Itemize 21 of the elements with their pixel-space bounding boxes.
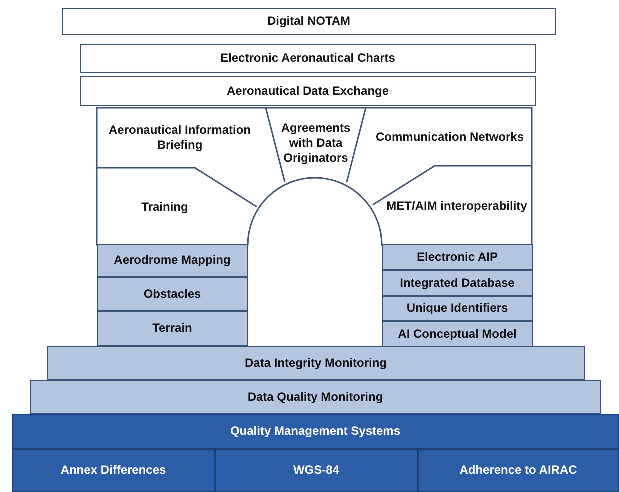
- foundation-block: Adherence to AIRAC: [418, 449, 619, 492]
- section-label: Training: [142, 200, 188, 214]
- step-layer: Data Quality Monitoring: [30, 380, 601, 414]
- roof-band: Digital NOTAM: [62, 8, 556, 35]
- foundation-layer: Quality Management Systems: [12, 414, 619, 449]
- pillar-block: AI Conceptual Model: [382, 321, 533, 347]
- pillar-block: Terrain: [97, 311, 248, 346]
- section-label: Agreements with Data Originators: [280, 120, 352, 166]
- section-label: MET/AIM interoperability: [386, 198, 528, 214]
- section-label: Communication Networks: [376, 130, 524, 144]
- roof-band: Aeronautical Data Exchange: [80, 76, 536, 106]
- section-label: Aeronautical Information Briefing: [108, 123, 252, 153]
- pillar-block: Electronic AIP: [382, 244, 533, 270]
- pillar-block: Integrated Database: [382, 270, 533, 296]
- foundation-block: WGS-84: [215, 449, 418, 492]
- step-layer: Data Integrity Monitoring: [47, 346, 585, 380]
- foundation-block: Annex Differences: [12, 449, 215, 492]
- pillar-block: Aerodrome Mapping: [97, 244, 248, 277]
- roof-band: Electronic Aeronautical Charts: [80, 44, 536, 73]
- pillar-block: Unique Identifiers: [382, 296, 533, 321]
- pillar-block: Obstacles: [97, 277, 248, 311]
